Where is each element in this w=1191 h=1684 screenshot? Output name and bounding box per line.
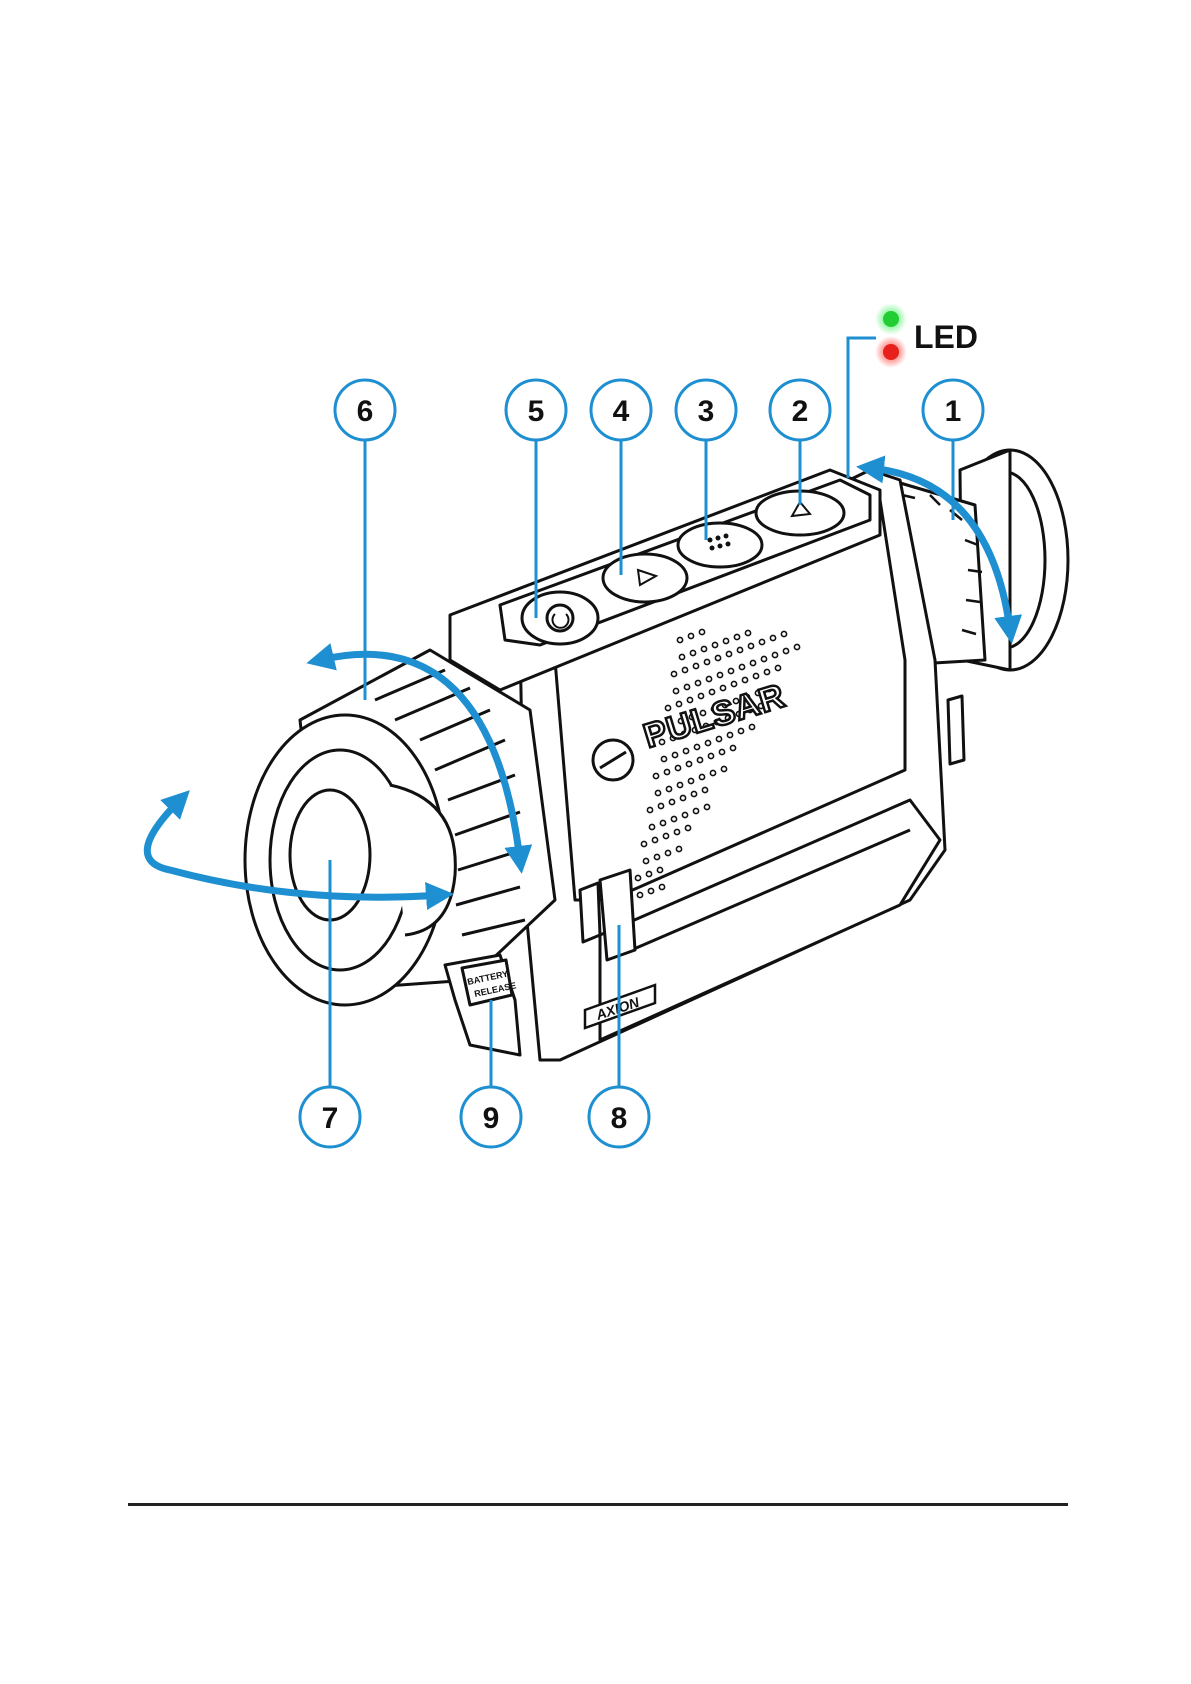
- callout-2: 2: [770, 380, 830, 440]
- callout-7-label: 7: [322, 1102, 339, 1135]
- callout-6: 6: [335, 380, 395, 440]
- lens-barrel: [245, 650, 555, 1005]
- led-label: LED: [914, 319, 978, 355]
- callout-8-label: 8: [611, 1102, 628, 1135]
- led-red-dot: [883, 344, 899, 360]
- callout-8: 8: [589, 1087, 649, 1147]
- monocular-device: [245, 450, 1068, 1060]
- callout-5: 5: [506, 380, 566, 440]
- callout-5-label: 5: [528, 395, 545, 428]
- callout-7: 7: [300, 1087, 360, 1147]
- callout-3-label: 3: [698, 395, 715, 428]
- callout-4-label: 4: [613, 395, 630, 428]
- callout-4: 4: [591, 380, 651, 440]
- callout-1-label: 1: [945, 395, 962, 428]
- down-button: [603, 554, 687, 602]
- callout-2-label: 2: [792, 395, 809, 428]
- callout-9-label: 9: [483, 1102, 500, 1135]
- led-green-dot: [883, 311, 899, 327]
- callout-3: 3: [676, 380, 736, 440]
- led-leader-line: [848, 338, 876, 478]
- callout-9: 9: [461, 1087, 521, 1147]
- callout-6-label: 6: [357, 395, 374, 428]
- battery-release: [445, 955, 520, 1055]
- footer-divider: [128, 1503, 1068, 1506]
- callout-1: 1: [923, 380, 983, 440]
